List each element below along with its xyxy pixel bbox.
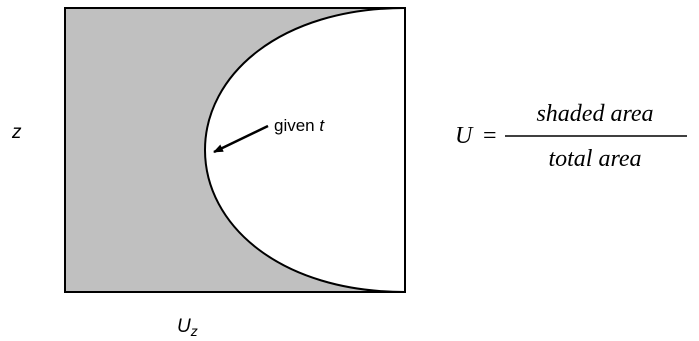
annotation-label: given t	[274, 116, 325, 135]
annotation-prefix: given	[274, 116, 319, 135]
horizontal-axis-label: Uz	[177, 316, 198, 339]
equation-lhs: U	[455, 123, 474, 149]
annotation-arrow	[213, 124, 269, 154]
shaded-area	[65, 8, 405, 292]
equation: U = shaded area total area	[455, 101, 687, 172]
equation-equals: =	[483, 123, 497, 149]
isochrone-curve	[203, 7, 406, 293]
horizontal-axis-subscript: z	[190, 323, 198, 339]
total-area-rect	[64, 7, 406, 293]
horizontal-axis-main: U	[177, 316, 191, 337]
vertical-axis-label: z	[11, 122, 22, 143]
equation-numerator: shaded area	[536, 101, 653, 127]
annotation-variable: t	[319, 116, 325, 135]
equation-denominator: total area	[548, 146, 641, 172]
